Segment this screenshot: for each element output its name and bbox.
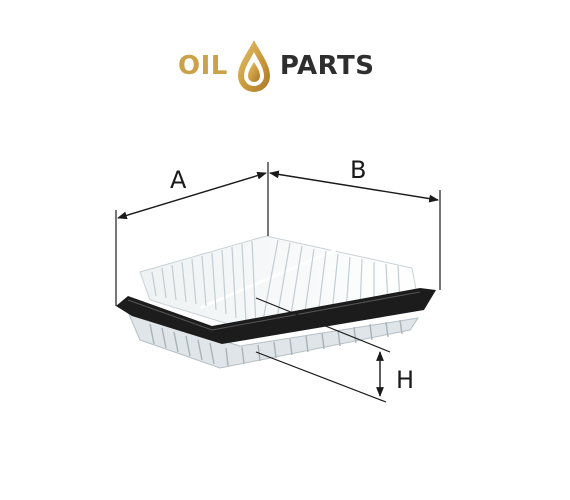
dimension-b: B: [269, 156, 441, 290]
dimension-a-label: A: [170, 166, 187, 194]
dimension-a: A: [115, 162, 269, 306]
dimension-h: H: [255, 297, 414, 403]
filter-seal-highlight: [127, 291, 421, 331]
dimension-b-label: B: [350, 156, 366, 184]
logo-word-parts: PARTS: [279, 51, 375, 81]
filter-seal: [116, 288, 436, 344]
oil-drop-icon: [237, 40, 270, 92]
brand-logo: OIL PARTS: [178, 36, 374, 96]
filter-lower-pleats: [127, 311, 420, 369]
dimension-h-label: H: [396, 366, 414, 394]
logo-word-oil: OIL: [178, 51, 228, 81]
